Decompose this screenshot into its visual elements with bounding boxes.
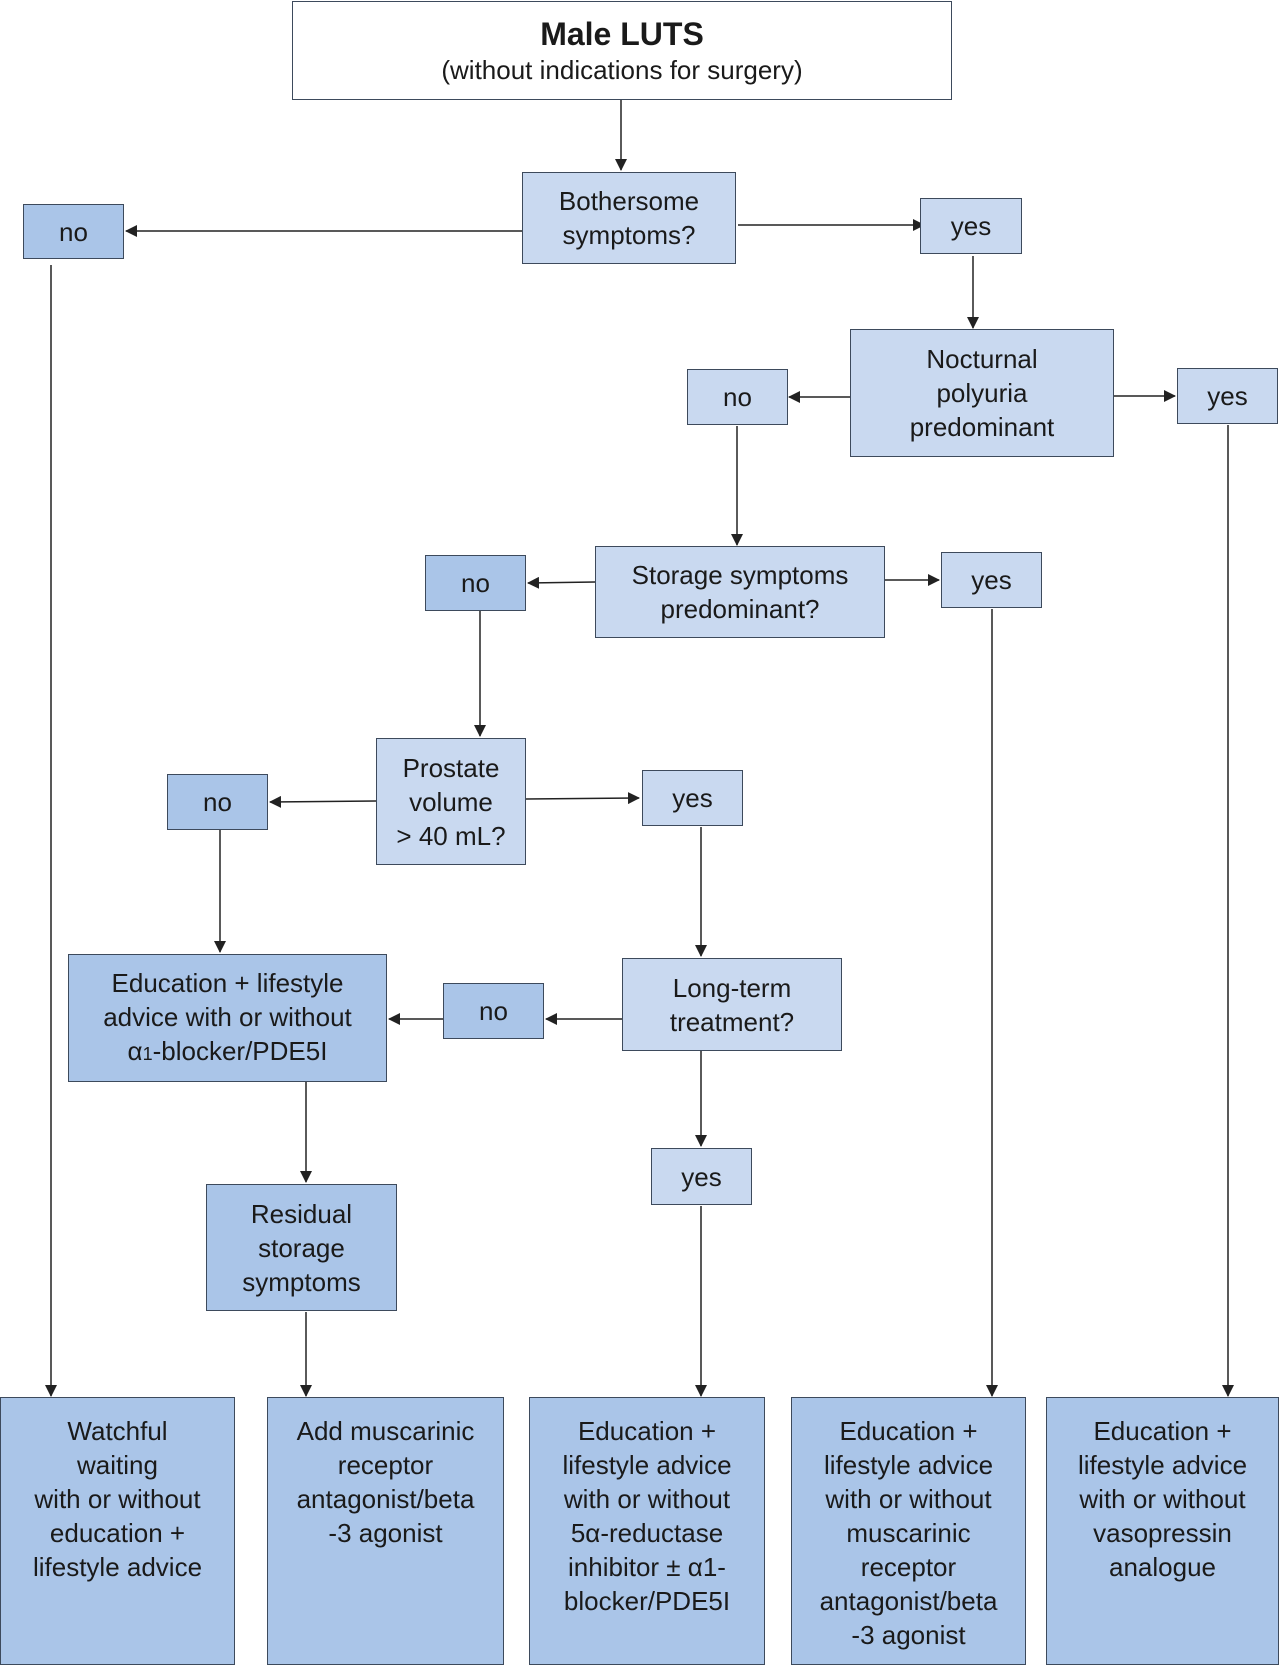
muscarinic-add-line-1: Add muscarinic	[296, 1416, 475, 1446]
no-longterm-label: no	[479, 996, 508, 1026]
prostate-volume-box: Prostate volume > 40 mL?	[376, 738, 526, 865]
title-text: Male LUTS	[540, 15, 704, 52]
yes-longterm-label: yes	[681, 1161, 722, 1192]
storage-line-1: Storage symptoms	[631, 560, 849, 590]
yes-storage-box: yes	[941, 552, 1042, 608]
watchful-line-2: waiting	[77, 1450, 158, 1480]
yes-bothersome-box: yes	[920, 198, 1022, 254]
arrow-prostate-to-no	[269, 795, 377, 808]
watchful-line-5: lifestyle advice	[32, 1552, 203, 1582]
no-longterm-box: no	[443, 983, 544, 1039]
watchful-line-1: Watchful	[67, 1416, 168, 1446]
alpha-symbol: α	[127, 1035, 143, 1066]
no-nocturnal-label: no	[723, 382, 752, 412]
subtitle-text: (without indications for surgery)	[441, 54, 803, 85]
yes-bothersome-label: yes	[950, 211, 992, 241]
residual-storage-box: Residual storage symptoms	[206, 1184, 397, 1311]
prostate-line-3: > 40 mL?	[396, 820, 506, 851]
watchful-line-4: education +	[49, 1518, 186, 1548]
prostate-line-1: Prostate	[402, 752, 500, 783]
longterm-line-2: treatment?	[669, 1006, 795, 1037]
yes-longterm-box: yes	[651, 1148, 752, 1205]
vasopressin-line-3: with or without	[1079, 1484, 1246, 1514]
bothersome-line-2: symptoms?	[562, 220, 696, 250]
outcome-watchful-waiting: Watchful waiting with or without educati…	[0, 1397, 235, 1665]
vasopressin-line-5: analogue	[1109, 1552, 1216, 1582]
nocturnal-polyuria-box: Nocturnal polyuria predominant	[850, 329, 1114, 457]
muscarinic-add-line-2: receptor	[337, 1450, 434, 1480]
muscarinic-edu-line-5: receptor	[860, 1552, 957, 1582]
reductase-line-4: 5α-reductase	[570, 1518, 724, 1548]
arrow-prostate-to-yes	[525, 792, 640, 805]
muscarinic-edu-line-6: antagonist/beta	[819, 1586, 998, 1616]
muscarinic-edu-line-7: -3 agonist	[851, 1620, 966, 1650]
no-bothersome-label: no	[59, 216, 88, 247]
bothersome-symptoms-box: Bothersome symptoms?	[522, 172, 736, 264]
no-storage-label: no	[461, 568, 490, 598]
reductase-line-1: Education +	[577, 1416, 717, 1446]
vasopressin-line-4: vasopressin	[1093, 1518, 1232, 1548]
reductase-line-2: lifestyle advice	[562, 1450, 732, 1480]
muscarinic-add-line-3: antagonist/beta	[296, 1484, 475, 1514]
yes-prostate-box: yes	[642, 770, 743, 826]
residual-line-3: symptoms	[242, 1266, 361, 1297]
yes-nocturnal-label: yes	[1207, 381, 1248, 411]
outcome-vasopressin: Education + lifestyle advice with or wit…	[1046, 1397, 1279, 1665]
no-prostate-label: no	[203, 787, 232, 817]
education-alpha-line-1: Education + lifestyle	[111, 967, 344, 998]
muscarinic-edu-line-1: Education +	[839, 1416, 978, 1446]
yes-prostate-label: yes	[672, 783, 713, 813]
education-alpha-line-2: advice with or without	[103, 1001, 352, 1032]
vasopressin-line-2: lifestyle advice	[1077, 1450, 1248, 1480]
long-term-treatment-box: Long-term treatment?	[622, 958, 842, 1051]
alpha-subscript: 1	[142, 1043, 153, 1064]
education-alpha-line-3: α1-blocker/PDE5I	[128, 1034, 328, 1071]
vasopressin-line-1: Education +	[1093, 1416, 1232, 1446]
outcome-muscarinic-education: Education + lifestyle advice with or wit…	[791, 1397, 1026, 1665]
title-box: Male LUTS (without indications for surge…	[292, 1, 952, 100]
no-storage-box: no	[425, 555, 526, 611]
muscarinic-edu-line-2: lifestyle advice	[823, 1450, 994, 1480]
no-nocturnal-box: no	[687, 369, 788, 425]
arrow-storage-to-no	[527, 576, 596, 589]
storage-symptoms-box: Storage symptoms predominant?	[595, 546, 885, 638]
watchful-line-3: with or without	[34, 1484, 201, 1514]
prostate-line-2: volume	[409, 786, 493, 817]
nocturnal-line-1: Nocturnal	[926, 344, 1038, 374]
muscarinic-edu-line-4: muscarinic	[846, 1518, 971, 1548]
education-alpha-blocker-box: Education + lifestyle advice with or wit…	[68, 954, 387, 1082]
residual-line-2: storage	[258, 1232, 345, 1263]
bothersome-line-1: Bothersome	[558, 186, 700, 216]
storage-line-2: predominant?	[660, 594, 820, 624]
yes-nocturnal-box: yes	[1177, 368, 1278, 424]
reductase-line-5: inhibitor ± α1-	[568, 1552, 726, 1582]
muscarinic-edu-line-3: with or without	[825, 1484, 992, 1514]
no-bothersome-box: no	[23, 204, 124, 259]
outcome-5-alpha-reductase: Education + lifestyle advice with or wit…	[529, 1397, 765, 1665]
outcome-add-muscarinic: Add muscarinic receptor antagonist/beta …	[267, 1397, 504, 1665]
muscarinic-add-line-4: -3 agonist	[328, 1518, 443, 1548]
alpha-blocker-text: -blocker/PDE5I	[152, 1035, 328, 1066]
no-prostate-box: no	[167, 774, 268, 830]
nocturnal-line-2: polyuria	[936, 378, 1028, 408]
nocturnal-line-3: predominant	[909, 412, 1055, 442]
reductase-line-6: blocker/PDE5I	[563, 1586, 731, 1616]
longterm-line-1: Long-term	[672, 972, 792, 1003]
yes-storage-label: yes	[971, 565, 1012, 595]
reductase-line-3: with or without	[563, 1484, 731, 1514]
residual-line-1: Residual	[250, 1198, 353, 1229]
